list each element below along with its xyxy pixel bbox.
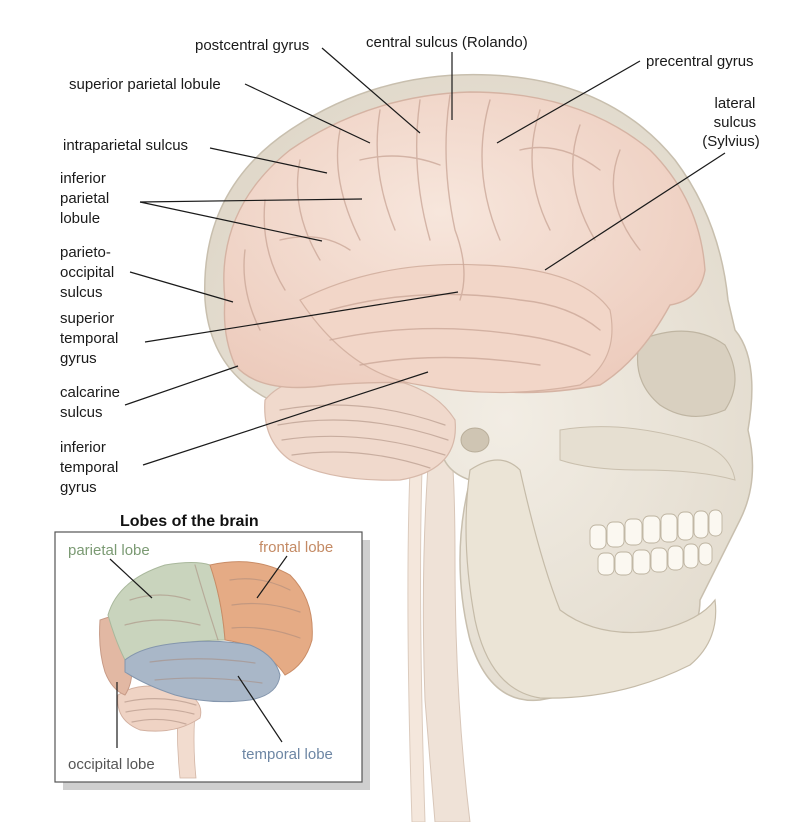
label-postcentral-gyrus: postcentral gyrus xyxy=(195,37,309,54)
leader-postcentral xyxy=(321,47,421,134)
inset-label-temporal-lobe: temporal lobe xyxy=(242,746,333,763)
orbit xyxy=(636,330,736,418)
label-superior-temporal-gyrus: superior temporal gyrus xyxy=(60,310,123,367)
inset-frontal-lobe xyxy=(209,561,313,676)
inset-leader-parietal xyxy=(109,558,153,599)
inset-label-frontal-lobe: frontal lobe xyxy=(259,539,333,556)
label-intraparietal-sulcus: intraparietal sulcus xyxy=(63,137,188,154)
leader-lines xyxy=(124,47,726,466)
leader-precentral xyxy=(496,60,641,144)
mandible xyxy=(465,459,717,699)
label-lateral-sulcus: lateral sulcus (Sylvius) xyxy=(702,95,760,150)
leader-superior-temporal xyxy=(144,291,459,343)
cerebellum xyxy=(264,373,456,481)
leader-parieto-occipital xyxy=(129,271,234,303)
leader-calcarine xyxy=(124,365,239,406)
inset-leader-temporal xyxy=(237,675,283,743)
inset-title: Lobes of the brain xyxy=(120,513,259,530)
ear-canal xyxy=(460,427,490,453)
leader-inferior-parietal-1 xyxy=(139,198,363,203)
label-central-sulcus: central sulcus (Rolando) xyxy=(366,34,528,51)
inset-label-parietal-lobe: parietal lobe xyxy=(68,542,150,559)
leader-inferior-parietal-2 xyxy=(139,201,323,242)
label-inferior-temporal-gyrus: inferior temporal gyrus xyxy=(60,439,123,496)
inset-leader-frontal xyxy=(256,555,288,599)
leader-superior-parietal xyxy=(244,83,371,144)
teeth xyxy=(589,509,723,576)
inset-label-occipital-lobe: occipital lobe xyxy=(68,756,155,773)
inset-temporal-lobe xyxy=(124,640,281,703)
label-inferior-parietal-lobule: inferior parietal lobule xyxy=(60,170,113,227)
neck-structures xyxy=(407,439,471,822)
structure-labels: postcentral gyrus central sulcus (Roland… xyxy=(60,34,760,496)
zygomatic-bone xyxy=(559,426,736,481)
leader-inferior-temporal xyxy=(142,371,429,466)
cerebrum xyxy=(223,91,706,394)
label-precentral-gyrus: precentral gyrus xyxy=(646,53,754,70)
label-calcarine-sulcus: calcarine sulcus xyxy=(60,384,124,421)
lobes-inset: Lobes of the brain xyxy=(54,513,370,790)
leader-intraparietal xyxy=(209,147,328,174)
label-parieto-occipital-sulcus: parieto- occipital sulcus xyxy=(60,244,118,301)
leader-lateral-sulcus xyxy=(544,152,726,271)
label-superior-parietal-lobule: superior parietal lobule xyxy=(69,76,221,93)
